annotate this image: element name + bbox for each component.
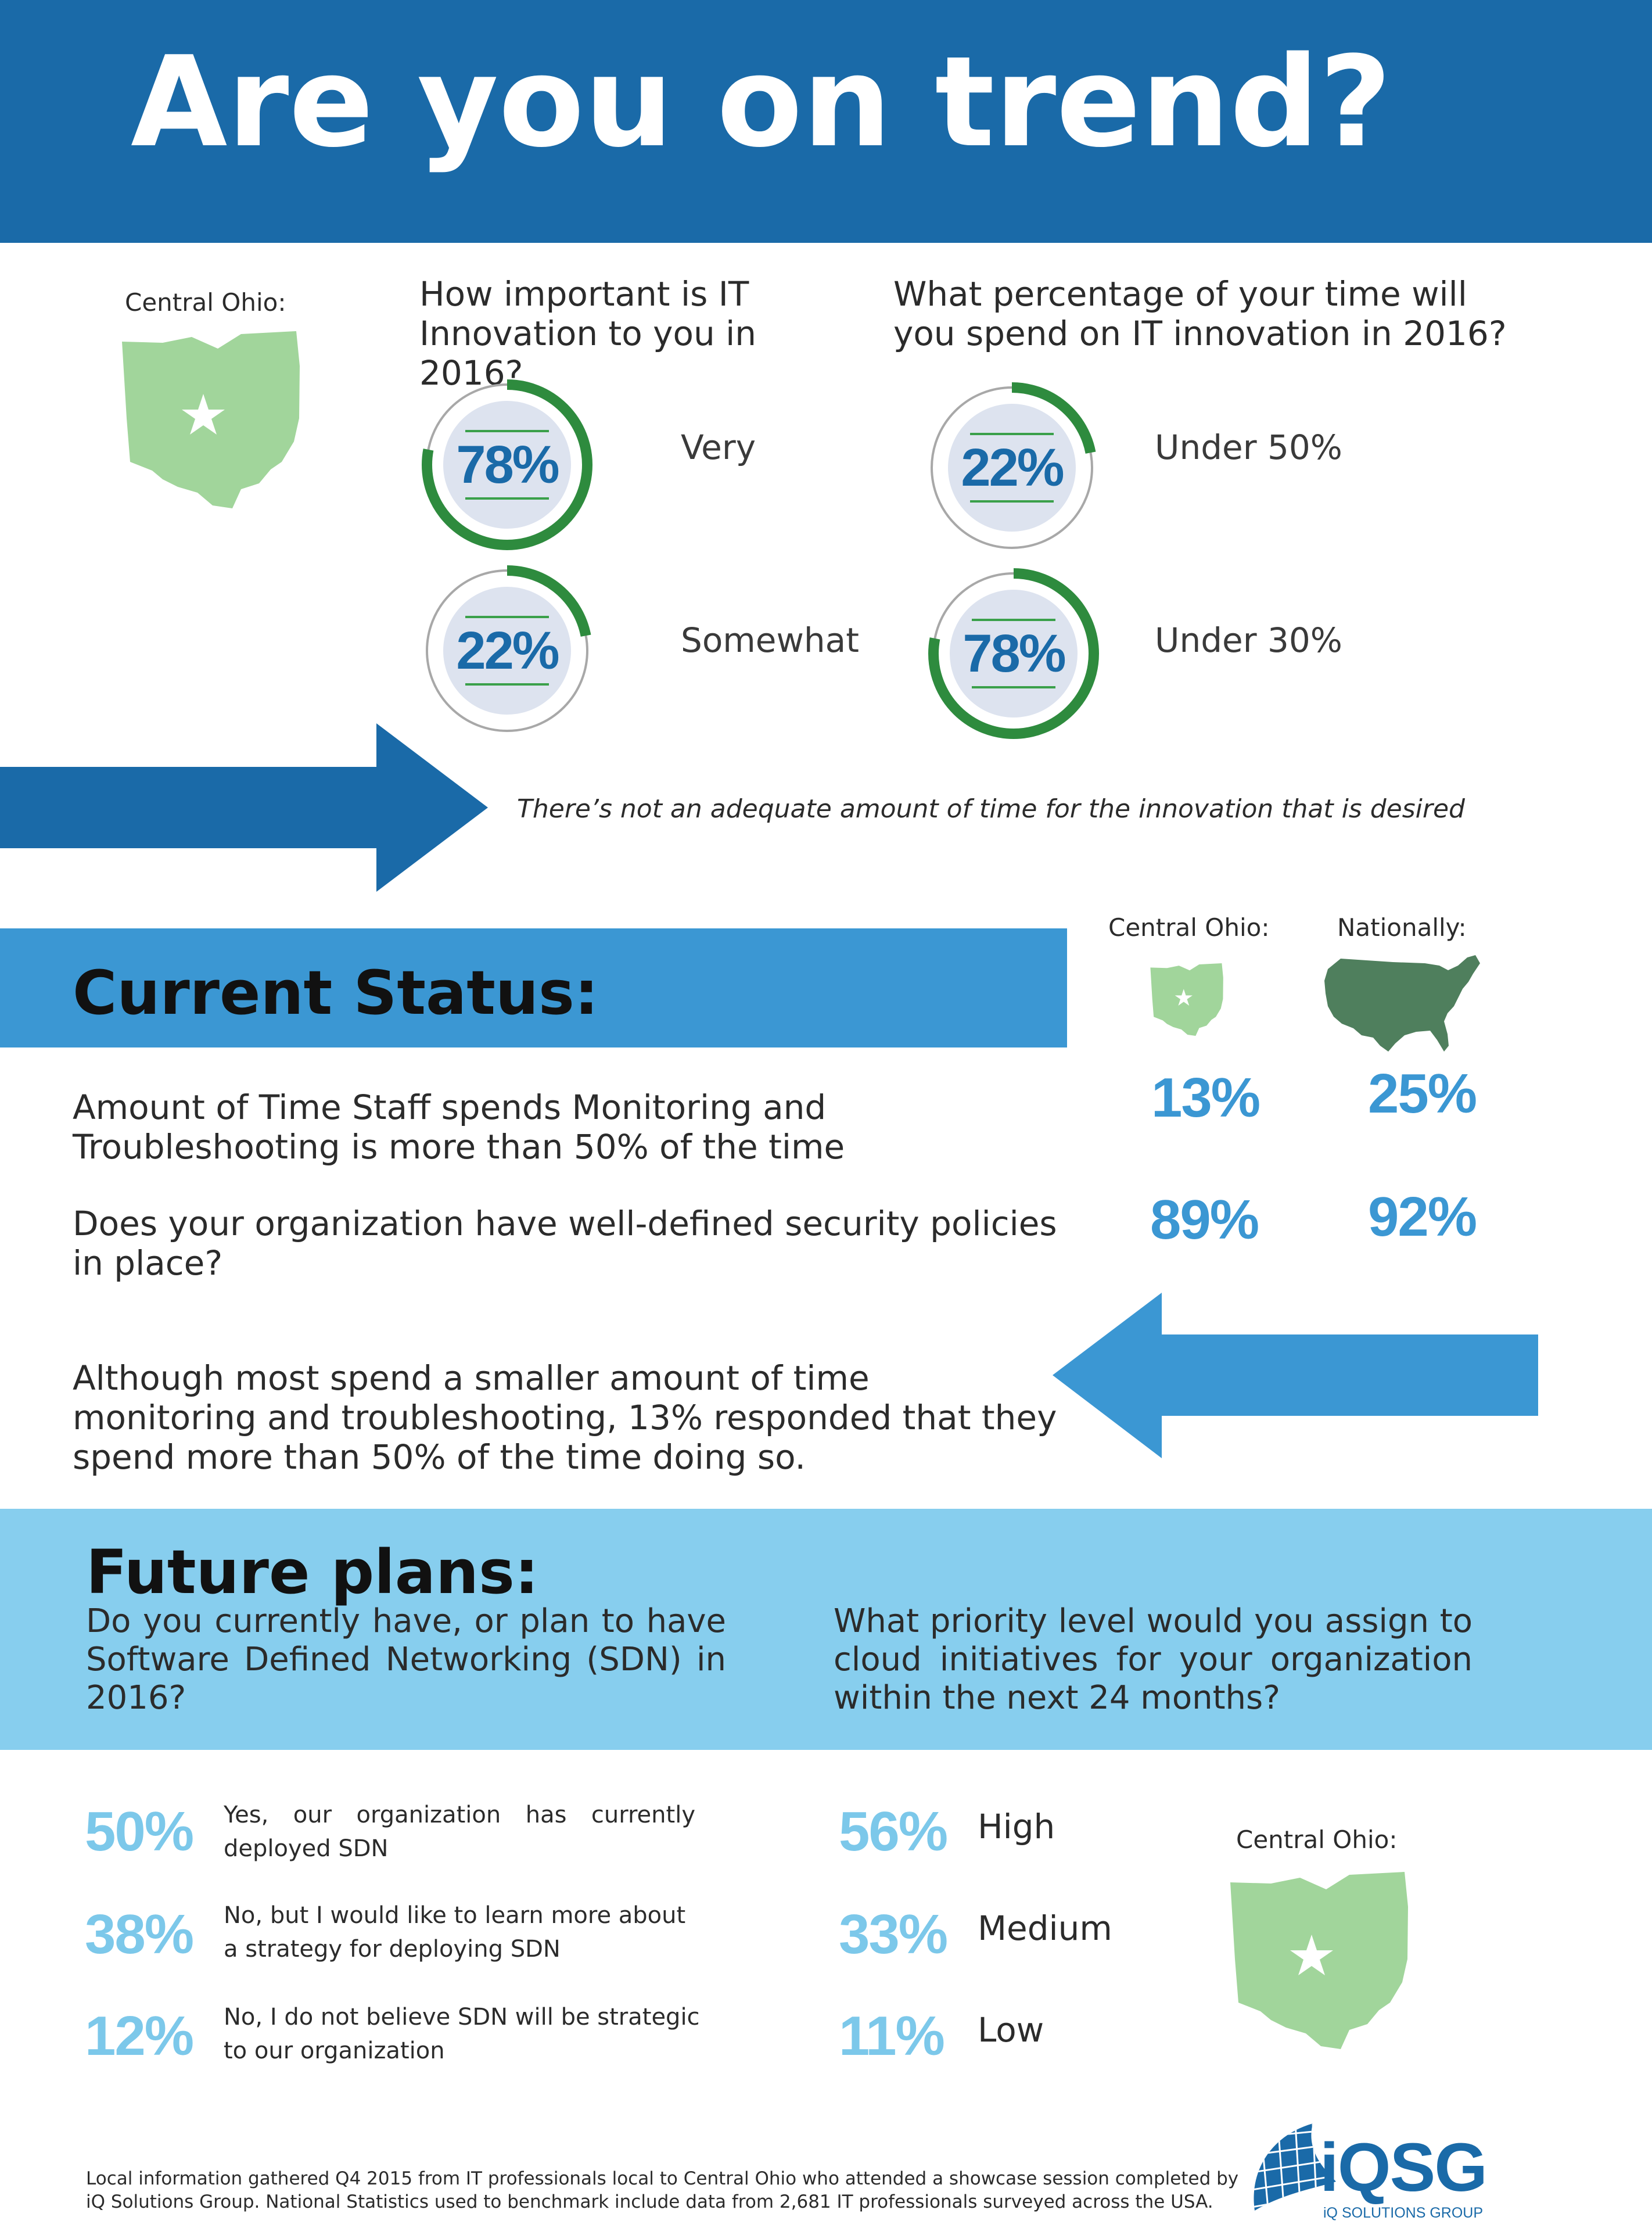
ring-label-somewhat: Somewhat [681,620,859,660]
logo-subtitle: iQ SOLUTIONS GROUP [1323,2205,1484,2221]
question-cloud: What priority level would you assign to … [834,1602,1473,1717]
arrow-left-icon [1053,1293,1538,1458]
usa-map-icon [1324,955,1480,1052]
status-note: Although most spend a smaller amount of … [73,1358,1057,1477]
future-title: Future plans: [86,1537,539,1608]
innovation-note: There’s not an adequate amount of time f… [517,794,1465,824]
ring-progress-arc [928,568,1099,739]
sdn-option-text: No, but I would like to learn more about… [224,1902,686,1963]
ring-label-under-30: Under 30% [1155,620,1342,660]
ring-percentage: 22% [456,620,559,680]
question-importance: How important is IT Innovation to you in… [419,274,757,393]
header-banner [0,0,1652,243]
status-national-monitoring: 25% [1368,1063,1477,1125]
region-label: Central Ohio: [1236,1825,1398,1854]
ring-progress-arc [926,382,1097,553]
ring-percentage: 22% [961,437,1064,497]
sdn-option-pct: 38% [85,1903,194,1965]
status-local-monitoring: 13% [1151,1067,1260,1129]
page-title: Are you on trend? [131,29,1392,175]
col-local-label: Central Ohio: [1108,913,1270,942]
ring-inner-disc [443,401,571,529]
globe-grid-icon [1254,2123,1336,2211]
cloud-option-pct: 56% [839,1800,948,1863]
question-sdn: Do you currently have, or plan to have S… [86,1602,726,1717]
status-row-monitoring: Amount of Time Staff spends Monitoring a… [73,1088,845,1167]
status-local-security: 89% [1150,1189,1259,1251]
ring-inner-disc [950,590,1078,718]
ring-progress-arc [422,379,592,550]
footer-note: Local information gathered Q4 2015 from … [86,2168,1239,2212]
region-label: Central Ohio: [125,288,286,317]
ring-inner-disc [948,404,1076,532]
ohio-map-icon [1150,963,1223,1036]
sdn-option-pct: 12% [85,2005,194,2067]
ring-label-very: Very [681,428,756,467]
ring-time-under-50: 22% [925,381,1099,555]
col-national-label: Nationally: [1337,913,1467,942]
status-banner [0,928,1067,1047]
sdn-option-text: Yes, our organization has currently depl… [224,1802,695,1862]
ring-progress-arc [422,565,592,736]
ring-importance-very: 78% [420,378,594,552]
logo-wordmark: iQSG [1320,2129,1488,2206]
iqsg-logo: iQSG iQ SOLUTIONS GROUP [1249,2123,1510,2228]
status-row-security: Does your organization have well-defined… [73,1204,1057,1283]
cloud-option-label: Medium [978,1908,1112,1948]
cloud-option-pct: 33% [839,1903,948,1965]
ring-importance-somewhat: 22% [420,564,594,738]
ring-inner-disc [443,587,571,715]
ring-label-under-50: Under 50% [1155,428,1342,467]
question-time: What percentage of your time will you sp… [893,274,1507,353]
ring-time-under-30: 78% [926,566,1101,741]
sdn-option-text: No, I do not believe SDN will be strateg… [224,2004,700,2064]
ohio-map-icon [122,331,300,508]
status-title: Current Status: [73,957,599,1028]
ring-percentage: 78% [456,435,559,494]
future-banner [0,1509,1652,1750]
status-national-security: 92% [1368,1186,1477,1248]
ring-percentage: 78% [963,623,1066,683]
cloud-option-pct: 11% [839,2005,945,2067]
cloud-option-label: Low [978,2010,1044,2050]
cloud-option-label: High [978,1807,1055,1846]
sdn-option-pct: 50% [85,1800,194,1863]
ohio-map-icon [1230,1872,1408,2049]
arrow-right-icon [0,723,488,892]
